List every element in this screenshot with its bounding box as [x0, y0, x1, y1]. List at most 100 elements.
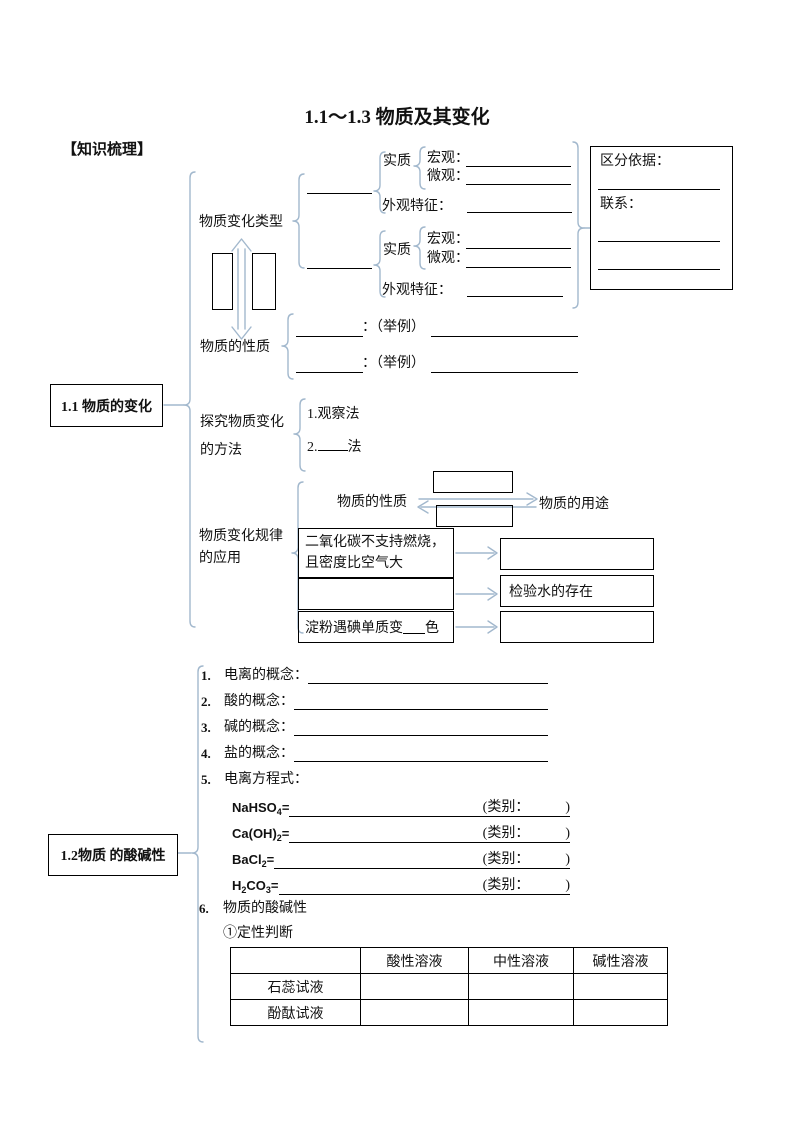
table-header-neutral: 中性溶液	[468, 947, 574, 974]
arrow-right-head	[526, 492, 538, 506]
co2-line2: 且密度比空气大	[305, 556, 403, 571]
table-row-phenolphthalein: 酚酞试液	[230, 999, 668, 1026]
relation-label: 联系：	[600, 197, 642, 212]
starch-suffix: 色	[425, 621, 439, 636]
blank-line-relation1	[598, 241, 720, 242]
blank-line-micro2	[466, 267, 571, 268]
arrow-down-head	[231, 326, 252, 340]
category-close: )	[565, 852, 570, 869]
equation-row-caoh2: Ca(OH)2=(类别：)	[232, 825, 570, 843]
water-test-label: 检验水的存在	[509, 585, 593, 600]
brace-distinguish	[572, 141, 585, 309]
app-empty-box-2	[298, 578, 454, 610]
page-title: 1.1～1.3 物质及其变化	[304, 107, 490, 128]
blank-line-basis	[598, 189, 720, 190]
macro-label-1: 宏观：	[427, 151, 469, 166]
blank-line-equation	[278, 877, 483, 895]
brace-change1-detail	[373, 151, 386, 214]
item-number: 4.	[201, 746, 211, 761]
micro-label-2: 微观：	[427, 251, 469, 266]
properties-label: 物质的性质	[337, 495, 407, 510]
app-empty-box-1	[500, 538, 654, 570]
item-label: 电离方程式：	[224, 772, 308, 787]
item6-label: 物质的酸碱性	[223, 901, 307, 916]
brace-section-1-1	[183, 171, 196, 628]
arrow-right-head	[487, 587, 498, 601]
table-cell-empty	[468, 999, 574, 1026]
node-1-2-box: 1.2物质 的酸碱性	[48, 834, 178, 876]
essence-label-1: 实质	[383, 154, 411, 169]
water-test-box: 检验水的存在	[500, 575, 654, 607]
micro-label-1: 微观：	[427, 169, 469, 184]
brace-change2-detail	[373, 230, 386, 298]
distinguish-box	[590, 146, 733, 290]
branch-application-line2: 的应用	[199, 551, 241, 566]
equation-row-bacl2: BaCl2=(类别：)	[232, 851, 570, 869]
blank-line-macro1	[466, 166, 571, 167]
list-item-acid: 2. 酸的概念：	[201, 693, 548, 710]
list-item-salt: 4. 盐的概念：	[201, 745, 548, 762]
blank-line-equation	[289, 825, 483, 843]
branch-explore-line2: 的方法	[200, 443, 242, 458]
node-1-1-label: 1.1 物质的变化	[61, 399, 152, 415]
category-label: (类别：	[482, 852, 530, 869]
table-header-alkaline: 碱性溶液	[573, 947, 668, 974]
uses-label: 物质的用途	[539, 497, 609, 512]
branch-properties: 物质的性质	[200, 340, 270, 355]
equation-row-nahso4: NaHSO4=(类别：)	[232, 799, 570, 817]
blank-line-equation	[274, 851, 483, 869]
branch-explore-line1: 探究物质变化	[200, 415, 284, 430]
blank-line-change2	[307, 268, 372, 269]
arrow-right-head	[487, 546, 498, 560]
brace-section-1-2	[191, 665, 204, 1043]
blank-line-macro2	[466, 248, 571, 249]
macro-label-2: 宏观：	[427, 232, 469, 247]
arrow-right-head	[487, 620, 498, 634]
category-label: (类别：	[482, 800, 530, 817]
change-type-empty-box-right	[252, 253, 276, 310]
list-item-equations: 5.电离方程式：	[201, 771, 548, 788]
co2-example-box: 二氧化碳不支持燃烧， 且密度比空气大	[298, 528, 454, 578]
item-label: 碱的概念：	[224, 720, 294, 735]
table-cell-empty	[573, 999, 668, 1026]
blank-line-relation2	[598, 269, 720, 270]
blank-line-property2	[296, 372, 363, 373]
qualitative-label: ①定性判断	[223, 926, 293, 941]
formula-h2co3: H2CO3=	[232, 878, 279, 895]
starch-prefix: 淀粉遇碘单质变	[305, 621, 403, 636]
item-label: 酸的概念：	[224, 694, 294, 709]
item-label: 电离的概念：	[224, 668, 308, 683]
indicator-table: 酸性溶液 中性溶液 碱性溶液 石蕊试液 酚酞试液	[230, 947, 668, 1026]
blank-line-item1	[308, 669, 548, 684]
blank-line-category	[529, 825, 566, 843]
method-blank-prefix: 2.	[307, 440, 318, 455]
item-number: 1.	[201, 668, 211, 683]
blank-line-example1	[431, 336, 578, 337]
table-cell-empty	[360, 999, 469, 1026]
example-label-2: ：（举例）	[362, 356, 425, 371]
example-label-1: ：（举例）	[362, 320, 425, 335]
item-number: 2.	[201, 694, 211, 709]
item-label: 盐的概念：	[224, 746, 294, 761]
brace-change-types	[292, 173, 305, 269]
category-close: )	[565, 878, 570, 895]
blank-line-category	[529, 851, 566, 869]
table-header-acidic: 酸性溶液	[360, 947, 469, 974]
blank-line-property1	[296, 336, 363, 337]
blank-line-appearance2	[467, 296, 563, 297]
blank-line-item2	[294, 695, 548, 710]
branch-change-type: 物质变化类型	[199, 215, 283, 230]
node-1-2-label: 1.2物质 的酸碱性	[60, 849, 166, 864]
blank-line-equation	[289, 799, 483, 817]
item6-number: 6.	[199, 901, 209, 916]
basis-label: 区分依据：	[600, 154, 670, 169]
list-item-ionization: 1. 电离的概念：	[201, 667, 548, 684]
blank-line-starch	[403, 621, 425, 634]
branch-application-line1: 物质变化规律	[199, 529, 283, 544]
blank-line-item4	[294, 747, 548, 762]
essence-label-2: 实质	[383, 243, 411, 258]
brace-essence2	[413, 226, 426, 270]
table-header-row: 酸性溶液 中性溶液 碱性溶液	[230, 947, 668, 974]
